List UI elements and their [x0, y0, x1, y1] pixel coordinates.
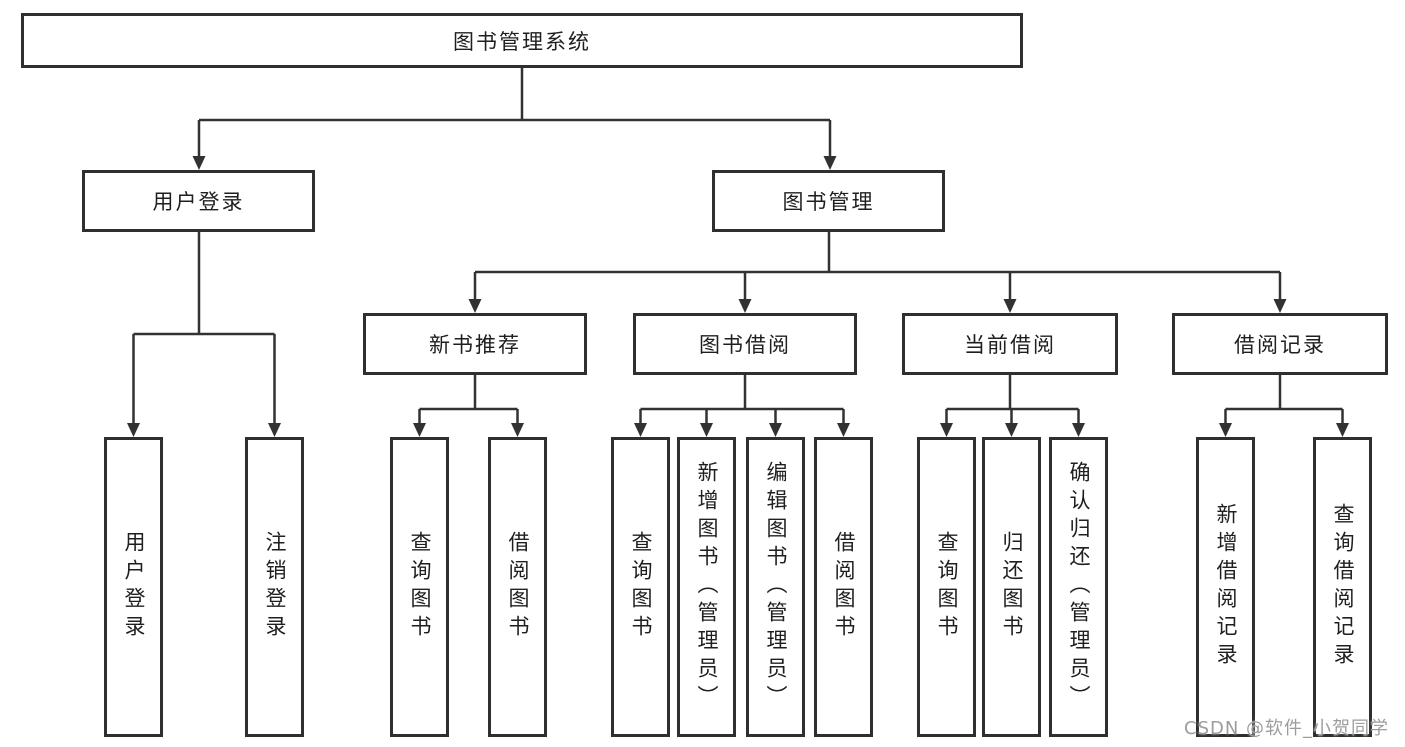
leaf-query-books-recommend-label: 查询图书 — [408, 531, 432, 643]
leaf-confirm-return-admin-label: 确认归还（管理员） — [1067, 461, 1091, 713]
node-book-borrowing-label: 图书借阅 — [699, 333, 791, 357]
node-book-management-label: 图书管理 — [782, 190, 875, 214]
leaf-user-login: 用户登录 — [104, 437, 163, 737]
node-new-book-recommend: 新书推荐 — [363, 313, 587, 375]
leaf-borrow-books-label: 借阅图书 — [832, 531, 856, 643]
node-book-management: 图书管理 — [712, 170, 945, 232]
leaf-query-books-borrowing-label: 查询图书 — [629, 531, 653, 643]
leaf-borrow-books-recommend-label: 借阅图书 — [506, 531, 530, 643]
leaf-add-books-admin-label: 新增图书（管理员） — [695, 461, 719, 713]
leaf-borrow-books-recommend: 借阅图书 — [488, 437, 547, 737]
leaf-edit-books-admin: 编辑图书（管理员） — [746, 437, 805, 737]
leaf-edit-books-admin-label: 编辑图书（管理员） — [764, 461, 788, 713]
leaf-query-books-current: 查询图书 — [917, 437, 976, 737]
leaf-logout: 注销登录 — [245, 437, 304, 737]
leaf-logout-label: 注销登录 — [263, 531, 287, 643]
node-borrow-records-label: 借阅记录 — [1234, 333, 1326, 357]
leaf-query-books-recommend: 查询图书 — [390, 437, 449, 737]
node-current-borrowing-label: 当前借阅 — [964, 333, 1056, 357]
node-root-label: 图书管理系统 — [453, 29, 591, 54]
leaf-add-borrow-record-label: 新增借阅记录 — [1214, 503, 1238, 671]
node-current-borrowing: 当前借阅 — [902, 313, 1118, 375]
node-book-borrowing: 图书借阅 — [633, 313, 857, 375]
leaf-user-login-label: 用户登录 — [122, 531, 146, 643]
node-user-login-label: 用户登录 — [152, 190, 245, 214]
leaf-add-books-admin: 新增图书（管理员） — [677, 437, 736, 737]
leaf-return-books: 归还图书 — [982, 437, 1041, 737]
leaf-return-books-label: 归还图书 — [1000, 531, 1024, 643]
leaf-add-borrow-record: 新增借阅记录 — [1196, 437, 1255, 737]
node-user-login: 用户登录 — [82, 170, 315, 232]
node-borrow-records: 借阅记录 — [1172, 313, 1388, 375]
leaf-query-borrow-record: 查询借阅记录 — [1313, 437, 1372, 737]
csdn-watermark: CSDN @软件_小贺同学 — [1184, 718, 1390, 739]
node-new-book-recommend-label: 新书推荐 — [429, 333, 521, 357]
leaf-query-books-current-label: 查询图书 — [935, 531, 959, 643]
leaf-borrow-books: 借阅图书 — [814, 437, 873, 737]
leaf-confirm-return-admin: 确认归还（管理员） — [1049, 437, 1108, 737]
node-root-system: 图书管理系统 — [21, 13, 1023, 68]
leaf-query-borrow-record-label: 查询借阅记录 — [1331, 503, 1355, 671]
leaf-query-books-borrowing: 查询图书 — [611, 437, 670, 737]
